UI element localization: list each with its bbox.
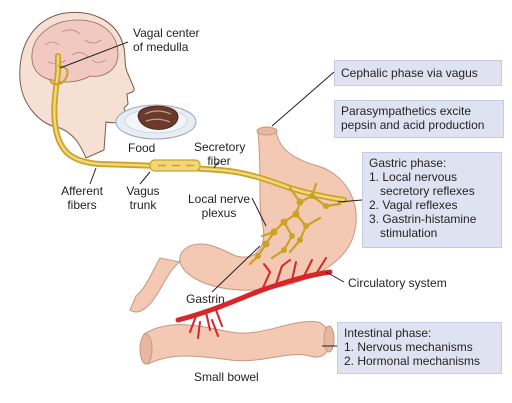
- parasympathetic-line1: Parasympathetics excite: [341, 104, 472, 118]
- local-nerve-plexus-label-line2: plexus: [201, 206, 237, 220]
- intestinal-phase-box: Intestinal phase: 1. Nervous mechanisms …: [337, 322, 502, 374]
- steak: [137, 105, 179, 130]
- bowel-end-right: [323, 325, 335, 353]
- parasympathetic-box: Parasympathetics excite pepsin and acid …: [334, 100, 504, 138]
- intestinal-phase-title: Intestinal phase:: [344, 326, 432, 340]
- afferent-fibers-label-line2: fibers: [67, 198, 97, 212]
- brain: [31, 19, 119, 83]
- steak-fat: [144, 110, 172, 123]
- plexus-ganglia: [255, 193, 329, 259]
- cephalic-phase-box: Cephalic phase via vagus: [334, 60, 502, 86]
- blood-vessel-branches: [189, 257, 327, 339]
- gastric-item-3-cont: stimulation: [380, 226, 438, 240]
- cephalic-phase-text: Cephalic phase via vagus: [341, 66, 478, 80]
- gastric-phase-box: Gastric phase: 1. Local nervous secretor…: [362, 152, 502, 248]
- local-nerve-plexus-label-line1: Local nerve: [187, 192, 251, 206]
- afferent-fibers-label: Afferent fibers: [56, 184, 108, 212]
- circulatory-system-label: Circulatory system: [348, 276, 447, 290]
- stomach: [179, 129, 357, 291]
- secretory-fiber-label-line2: fiber: [207, 154, 231, 168]
- parasympathetic-line2: pepsin and acid production: [341, 118, 485, 132]
- gastrin-label: Gastrin: [186, 292, 225, 306]
- secretory-fiber-label-line1: Secretory: [194, 140, 246, 154]
- food-label: Food: [128, 141, 156, 155]
- secretory-fiber-label: Secretory fiber: [194, 140, 246, 168]
- gastric-item-3: 3. Gastrin-histamine: [369, 212, 477, 226]
- vagal-center-label-line1: Vagal center: [133, 26, 200, 40]
- intestinal-item-1: 1. Nervous mechanisms: [344, 340, 473, 354]
- bowel-end-left: [139, 333, 153, 365]
- leader-lines: [59, 41, 363, 347]
- afferent-fibers-label-line1: Afferent: [61, 184, 103, 198]
- intestinal-item-2: 2. Hormonal mechanisms: [344, 354, 481, 368]
- vagus-trunk-label-line2: trunk: [129, 198, 157, 212]
- duodenum: [129, 257, 182, 313]
- vagus-nerve-inner: [53, 54, 346, 202]
- vagal-center-label: Vagal center of medulla: [133, 26, 200, 54]
- gastric-item-2: 2. Vagal reflexes: [369, 198, 458, 212]
- vagus-trunk-label-line1: Vagus: [126, 184, 160, 198]
- vagus-trunk-label: Vagus trunk: [120, 184, 166, 212]
- gastric-item-1: 1. Local nervous: [369, 170, 458, 184]
- small-bowel-label: Small bowel: [194, 370, 259, 384]
- gastric-item-1-cont: secretory reflexes: [380, 184, 475, 198]
- vagal-center-label-line2: of medulla: [133, 40, 189, 54]
- esophagus-opening: [256, 126, 278, 136]
- small-bowel: [141, 320, 331, 365]
- local-nerve-plexus-label: Local nerve plexus: [182, 192, 256, 220]
- gastric-phase-title: Gastric phase:: [369, 156, 447, 170]
